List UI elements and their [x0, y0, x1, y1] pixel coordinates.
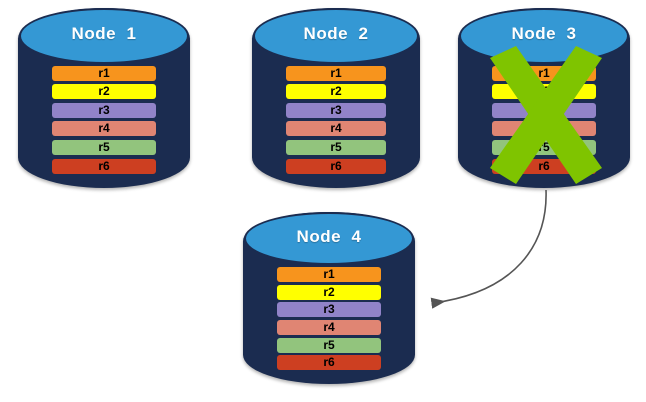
- node-4[interactable]: Node 4 r1 r2 r3 r4 r5 r6: [243, 212, 415, 384]
- record-bar[interactable]: r4: [285, 121, 387, 137]
- record-bar[interactable]: r2: [52, 84, 156, 100]
- record-bar[interactable]: r2: [285, 84, 387, 100]
- node-title: Node 3: [511, 24, 577, 44]
- record-list: r1 r2 r3 r4 r5 r6: [285, 65, 387, 174]
- node-2[interactable]: Node 2 r1 r2 r3 r4 r5 r6: [252, 8, 420, 188]
- node-1[interactable]: Node 1 r1 r2 r3 r4 r5 r6: [18, 8, 190, 188]
- record-bar[interactable]: r6: [277, 355, 381, 371]
- record-bar[interactable]: r5: [285, 139, 387, 155]
- record-bar[interactable]: r1: [277, 267, 381, 283]
- node-title: Node 2: [303, 24, 369, 44]
- record-bar[interactable]: r1: [285, 65, 387, 81]
- record-bar[interactable]: r1: [52, 65, 156, 81]
- cylinder-top-ellipse: [244, 212, 414, 266]
- record-bar[interactable]: r5: [277, 337, 381, 353]
- record-bar[interactable]: r4: [277, 319, 381, 335]
- cylinder-top-ellipse: [19, 8, 189, 64]
- record-bar[interactable]: r5: [52, 139, 156, 155]
- record-bar[interactable]: r4: [52, 121, 156, 137]
- record-bar[interactable]: r2: [277, 284, 381, 300]
- record-bar[interactable]: r3: [285, 102, 387, 118]
- record-bar[interactable]: r3: [52, 102, 156, 118]
- node-title: Node 1: [71, 24, 137, 44]
- record-list: r1 r2 r3 r4 r5 r6: [277, 267, 381, 371]
- node-title: Node 4: [296, 227, 362, 247]
- cylinder-top-ellipse: [253, 8, 419, 64]
- record-list: r1 r2 r3 r4 r5 r6: [52, 65, 156, 174]
- record-bar[interactable]: r6: [285, 158, 387, 174]
- record-bar[interactable]: r3: [277, 302, 381, 318]
- record-bar[interactable]: r6: [52, 158, 156, 174]
